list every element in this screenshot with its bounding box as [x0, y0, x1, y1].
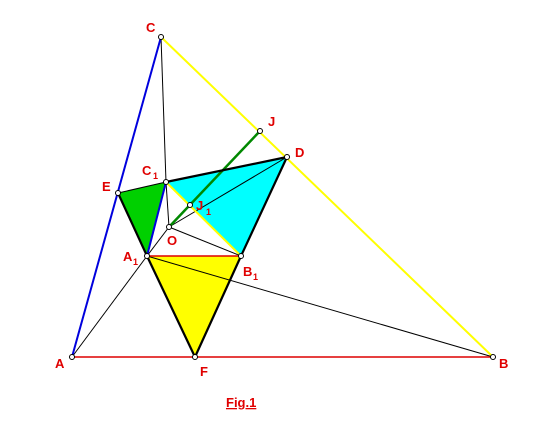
label-j1-subscript: 1: [206, 207, 211, 217]
point-b: [490, 354, 496, 360]
label-a: A: [55, 356, 65, 371]
point-labels: C J D E C 1 J 1 O A 1 B 1 A F B: [55, 20, 508, 379]
label-c1: C: [142, 163, 152, 178]
line-cb-yellow: [160, 36, 494, 358]
figure-caption: Fig.1: [226, 395, 256, 410]
vertex-markers: [69, 34, 496, 360]
triangle-green: [118, 182, 166, 256]
label-f: F: [200, 364, 208, 379]
triangle-yellow: [147, 256, 241, 357]
label-b1: B: [243, 264, 252, 279]
point-d: [284, 154, 290, 160]
line-oj-green: [168, 130, 261, 228]
label-a1-subscript: 1: [133, 257, 138, 267]
label-d: D: [295, 145, 304, 160]
line-c1b1-yellow: [165, 181, 242, 257]
point-a: [69, 354, 75, 360]
line-ac-blue: [71, 36, 162, 358]
label-b: B: [499, 356, 508, 371]
triangle-cyan: [166, 157, 287, 256]
point-e: [115, 190, 121, 196]
point-j1: [187, 202, 193, 208]
label-a1: A: [123, 249, 133, 264]
construction-lines: [71, 36, 494, 358]
triangle-edges: [117, 155, 288, 358]
label-e: E: [102, 179, 111, 194]
label-c: C: [146, 20, 156, 35]
line-a1c1-blue: [146, 181, 167, 257]
point-b1: [238, 253, 244, 259]
point-a1: [144, 253, 150, 259]
label-j: J: [268, 114, 275, 129]
point-c: [158, 34, 164, 40]
label-c1-subscript: 1: [153, 171, 158, 181]
point-j: [257, 128, 263, 134]
point-o: [166, 224, 172, 230]
point-f: [192, 354, 198, 360]
label-b1-subscript: 1: [253, 272, 258, 282]
label-o: O: [167, 233, 177, 248]
point-c1: [163, 179, 169, 185]
label-j1: J: [196, 198, 203, 213]
